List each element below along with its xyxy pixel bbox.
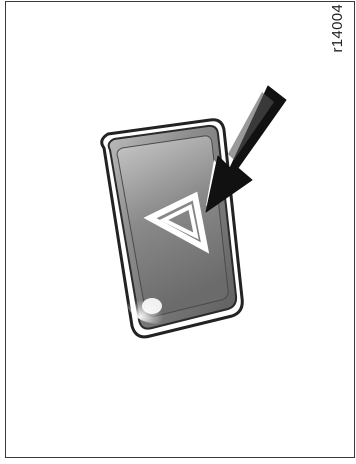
hazard-switch [102,120,243,337]
switch-glare [126,276,194,324]
figure-reference-code: r14004 [329,4,346,53]
